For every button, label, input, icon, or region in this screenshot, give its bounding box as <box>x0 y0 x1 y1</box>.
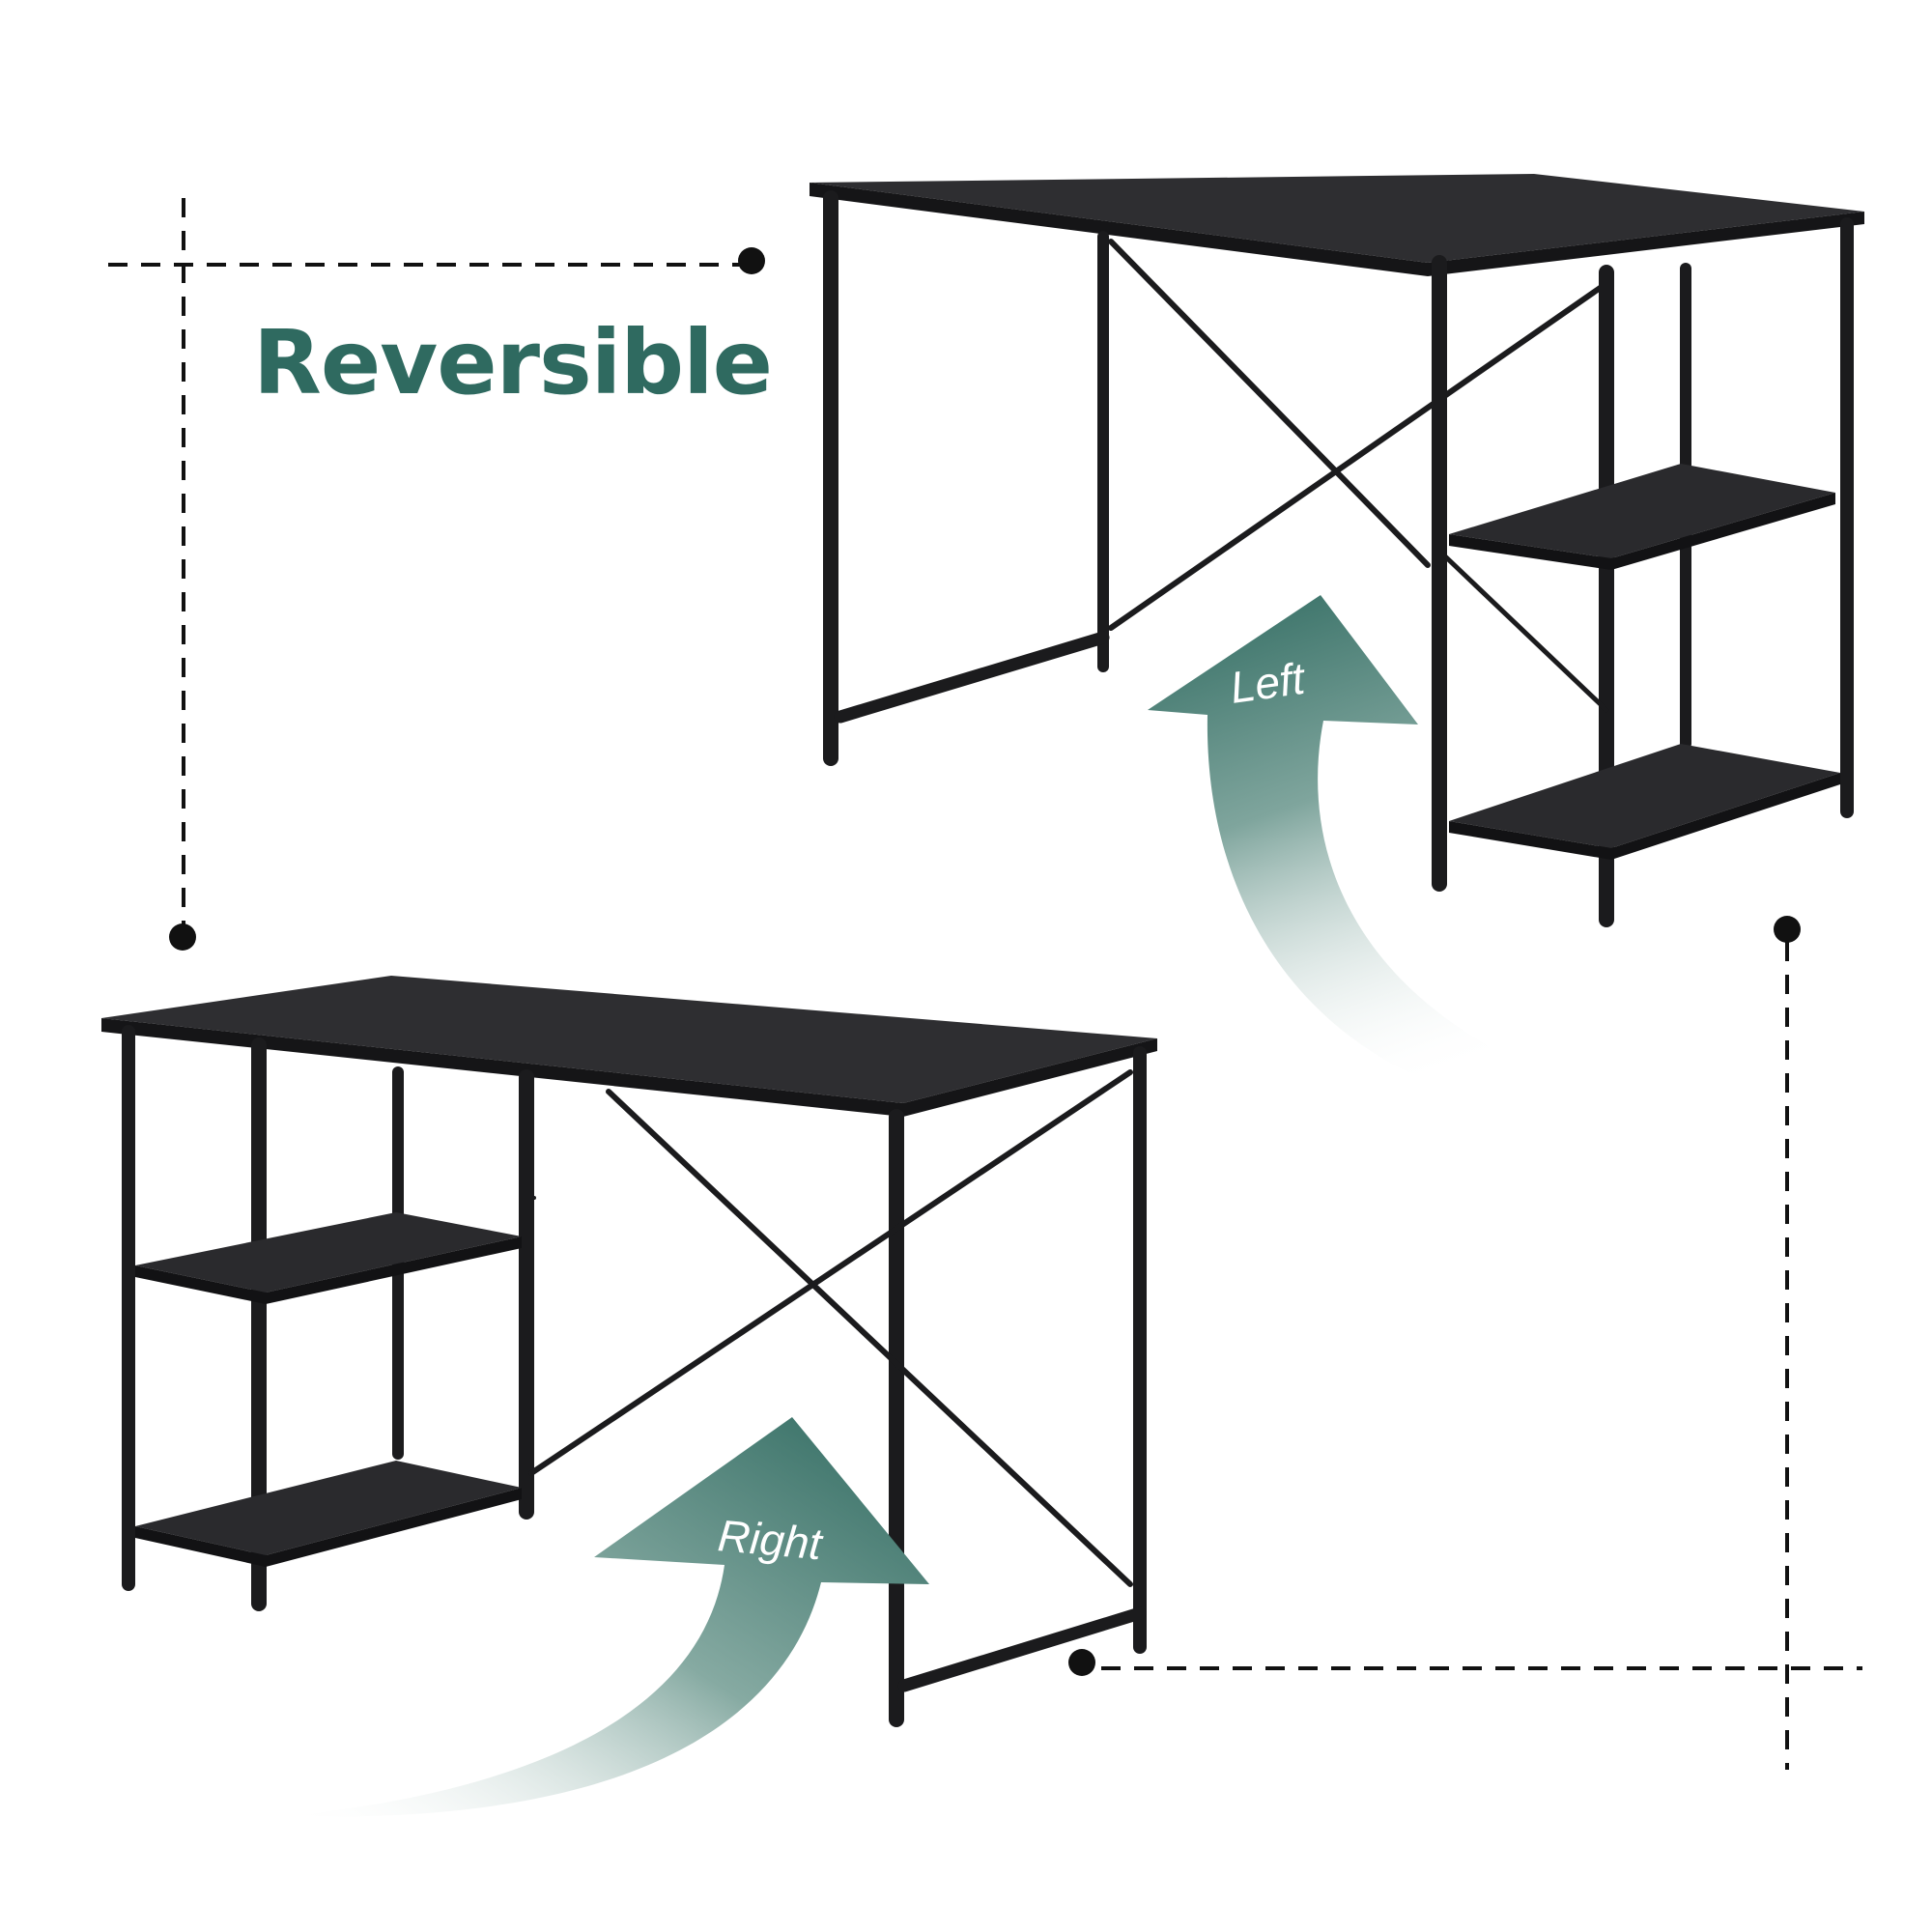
guide-dot-left <box>169 923 196 951</box>
desk-shelf <box>1449 744 1840 848</box>
desk-top-surface <box>810 174 1864 263</box>
desk-foot-rail <box>897 1606 1147 1692</box>
arrow-label-right: Right <box>716 1510 826 1569</box>
curved-arrow-right-icon <box>290 1417 929 1817</box>
curved-arrow-left-icon <box>1148 595 1662 1115</box>
guide-dot-bottom <box>1068 1649 1095 1676</box>
desk-cross-brace <box>1441 553 1609 713</box>
desk-cross-brace <box>528 1069 1133 1476</box>
guide-dot-right <box>1774 916 1801 943</box>
desk-shelf-edge <box>1449 773 1840 860</box>
desk-cross-brace <box>606 1089 1133 1587</box>
desk-top-surface <box>101 976 1157 1103</box>
desk-shelf-edge <box>1449 493 1835 570</box>
desk-shelf-edge <box>135 1236 522 1304</box>
headline-title: Reversible <box>253 311 773 414</box>
desk-shelf <box>135 1461 522 1555</box>
arrow-label-left: Left <box>1227 652 1309 712</box>
desk-foot-rail <box>834 631 1110 724</box>
guide-dot-top <box>738 247 765 274</box>
desk-top-edge <box>810 183 1864 276</box>
desk-shelves-right <box>810 174 1864 927</box>
desk-shelf <box>135 1212 522 1293</box>
desk-shelves-left <box>101 976 1157 1727</box>
top-left-guide <box>108 198 750 927</box>
desk-shelf <box>1449 464 1835 558</box>
desk-cross-brace <box>1108 279 1611 631</box>
desk-cross-brace <box>1108 239 1431 568</box>
bottom-right-guide <box>1101 942 1862 1770</box>
